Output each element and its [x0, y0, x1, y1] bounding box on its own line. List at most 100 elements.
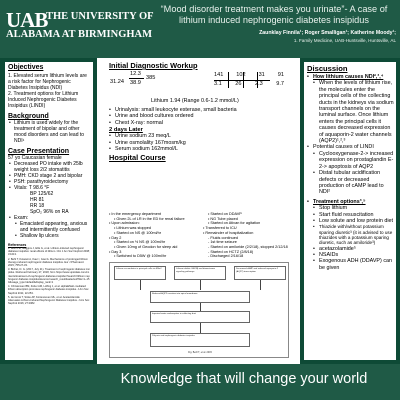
course-item: • Started on ½ NS @ 100ml/hr — [114, 240, 166, 245]
later-item: •Serum sodium 162mmol/L — [109, 146, 297, 152]
course-item-text: Given 10mg of Geodon for sleep aid — [116, 244, 178, 249]
case-item: •PMH: CKD stage 2 and bipolar — [8, 173, 90, 179]
mechanism-item-text: Cyclooxygenase-2-> increased expression … — [319, 150, 394, 170]
treatment-item: •acetazolamide⁵ — [307, 246, 394, 252]
uab-logo-mark: UAB — [6, 8, 48, 32]
case-item: •Decreased PO intake with 25lb weight lo… — [8, 161, 90, 173]
uab-logo-line1: THE UNIVERSITY OF — [46, 11, 154, 22]
course-item-text: Given 2L of LR in the ED for renal failu… — [116, 216, 185, 221]
bullet-icon: • — [313, 170, 315, 177]
middle-panel: Initial Diagnostic Workup 31.24 12.3 38.… — [97, 58, 300, 364]
bullet-icon: • — [313, 205, 315, 212]
course-item: • Given 10mg of Geodon for sleep aid — [114, 244, 178, 249]
course-item-text: Started on Ativan for agitation — [210, 221, 261, 226]
background-text: Lithium is used widely for the treatment… — [14, 120, 85, 144]
lab-fishbone-cbc: 31.24 12.3 38.9 385 — [110, 71, 170, 95]
treatment-item-text: Thiazide with/without potassium sparing … — [319, 224, 393, 246]
bmp-row-bottom: 3.1 26 2.3 9.7 — [214, 81, 284, 88]
case-item: •Vitals: T 98.6 °F — [8, 185, 90, 191]
bullet-icon: • — [15, 221, 17, 227]
course-item: - 1st time seizure — [203, 240, 297, 245]
course-item-text: NG Tube placed — [210, 216, 238, 221]
lab-divider — [129, 78, 144, 79]
lab-divider — [228, 72, 229, 88]
lab-fishbone-bmp: 141 102 31 91 3.1 26 2.3 9.7 — [214, 72, 286, 90]
bullet-icon: • — [313, 80, 315, 87]
discussion-heading: Discussion — [307, 64, 348, 73]
bullet-icon: • — [109, 107, 111, 113]
course-item-text: Started on ½ NS @ 100ml/hr — [116, 240, 166, 245]
course-item: • Switched to D5W @ 100ml/hr — [114, 254, 167, 259]
case-item-text: PMH: CKD stage 2 and bipolar — [14, 173, 83, 179]
course-item: - Fluids continued — [203, 236, 297, 241]
references-heading: References — [8, 243, 27, 247]
arrow-icon — [200, 280, 201, 290]
arrow-icon — [260, 280, 261, 290]
later-item-text: Urine sodium 23 meq/L — [115, 133, 171, 140]
case-item-text: Exam: — [14, 215, 29, 221]
bullet-icon: • — [313, 258, 315, 265]
case-item-text: Decreased PO intake with 25lb weight los… — [14, 161, 83, 173]
footer-tagline: Knowledge that will change your world — [120, 371, 368, 387]
course-item: • Transferred to ICU — [203, 226, 237, 231]
uab-logo: UAB THE UNIVERSITY OF ALABAMA AT BIRMING… — [6, 7, 154, 51]
course-item-text: - Fluids continued — [208, 235, 238, 240]
course-item: • Day 2 — [109, 235, 122, 240]
course-left-column: • In the emergency department • Given 2L… — [109, 212, 201, 259]
exam-item: •Shallow lip ulcers — [8, 233, 90, 239]
course-item: • Given 2L of LR in the ED for renal fai… — [114, 216, 185, 221]
workup-item: •Urinalysis: small leukocyte esterase, s… — [109, 107, 297, 113]
bullet-icon: • — [9, 120, 11, 126]
mechanism-item: •Cyclooxygenase-2-> increased expression… — [307, 151, 394, 170]
bullet-icon: • — [9, 179, 11, 185]
course-right-column: • Started on DDAVP • NG Tube placed • St… — [203, 212, 297, 259]
exam-item: •Emaciated appearing, anxious and interm… — [8, 221, 90, 233]
case-item: •PSH: parathyroidectomy — [8, 179, 90, 185]
poster-affiliation: 1. Family Medicine, UAB-Huntsville, Hunt… — [293, 38, 396, 43]
flow-box: Reduced AQP2 insertion into apical membr… — [150, 291, 250, 303]
treatment-item-text: Start fluid resuscitation — [319, 211, 374, 218]
course-item: • Upon admission: — [109, 221, 140, 226]
reference-1: 1. Blohm E, Maggins J, Ellis G, et al. L… — [8, 247, 90, 257]
vital-hr: HR 81 — [30, 197, 45, 203]
lab-value: 2.3 — [254, 81, 263, 87]
poster-authors: Zaunklay Finnila¹; Roger Smalligan¹; Kat… — [259, 30, 396, 36]
bullet-icon: • — [9, 215, 11, 221]
left-panel: Objectives 1. Elevated serum lithium lev… — [5, 62, 93, 360]
vital-bp: BP 125/62 — [30, 191, 54, 197]
lithium-level: Lithium 1.94 (Range 0.6-1.2 mmol/L) — [151, 98, 239, 104]
right-panel: Discussion •How lithium causes NDI²,³,⁴ … — [304, 62, 396, 360]
lab-value: 9.7 — [276, 81, 284, 87]
course-item-text: Lithium was stopped — [116, 226, 152, 231]
bullet-icon: • — [307, 198, 309, 205]
bullet-icon: • — [109, 133, 111, 140]
treatment-heading-text: Treatment options³,⁵ — [313, 198, 366, 205]
bullet-icon: • — [109, 139, 111, 146]
arrow-icon — [200, 323, 201, 333]
reference-3: 3. Bichet, D. G. (2017, July 21). Treatm… — [8, 268, 90, 285]
course-item-text: Transferred to ICU — [205, 226, 237, 231]
course-item: • NG Tube placed — [208, 216, 238, 221]
flow-box: Lithium inhibits GSK3β and downstream si… — [174, 266, 226, 280]
mechanism-figure: Lithium accumulates in principal cells v… — [109, 262, 289, 358]
later-item-text: Urine osmolality 167mosm/kg — [115, 139, 186, 146]
course-item: • Started on Ativan for agitation — [208, 221, 261, 226]
background-item: • Lithium is used widely for the treatme… — [8, 120, 90, 144]
bullet-icon: • — [9, 185, 11, 191]
course-heading: Hospital Course — [109, 153, 166, 163]
arrow-icon — [140, 280, 141, 290]
flow-box: Polyuria and nephrogenic diabetes insipi… — [150, 333, 250, 347]
workup-item-text: Urine and blood cultures ordered — [115, 113, 194, 120]
lab-value: 385 — [146, 75, 156, 81]
bullet-icon: • — [307, 74, 309, 80]
course-item-text: Upon admission: — [111, 221, 140, 226]
course-item: - Started on amiloride (2/2/18), stopped… — [203, 245, 297, 250]
flow-box: Lithium accumulates in principal cells v… — [114, 266, 166, 280]
course-item: • Remainder of hospitalization — [203, 230, 254, 235]
treatment-item: •Low solute and low protein diet — [307, 218, 394, 224]
reference-4: 4. Christensen BM, Zuber AM, Loffing J, … — [8, 285, 89, 295]
workup-item-text: Chest X-ray: normal — [115, 119, 163, 126]
mechanism-item-text: Distal tubular acidification defects or … — [319, 170, 384, 196]
bullet-icon: • — [307, 144, 309, 151]
bullet-icon: • — [313, 217, 315, 224]
